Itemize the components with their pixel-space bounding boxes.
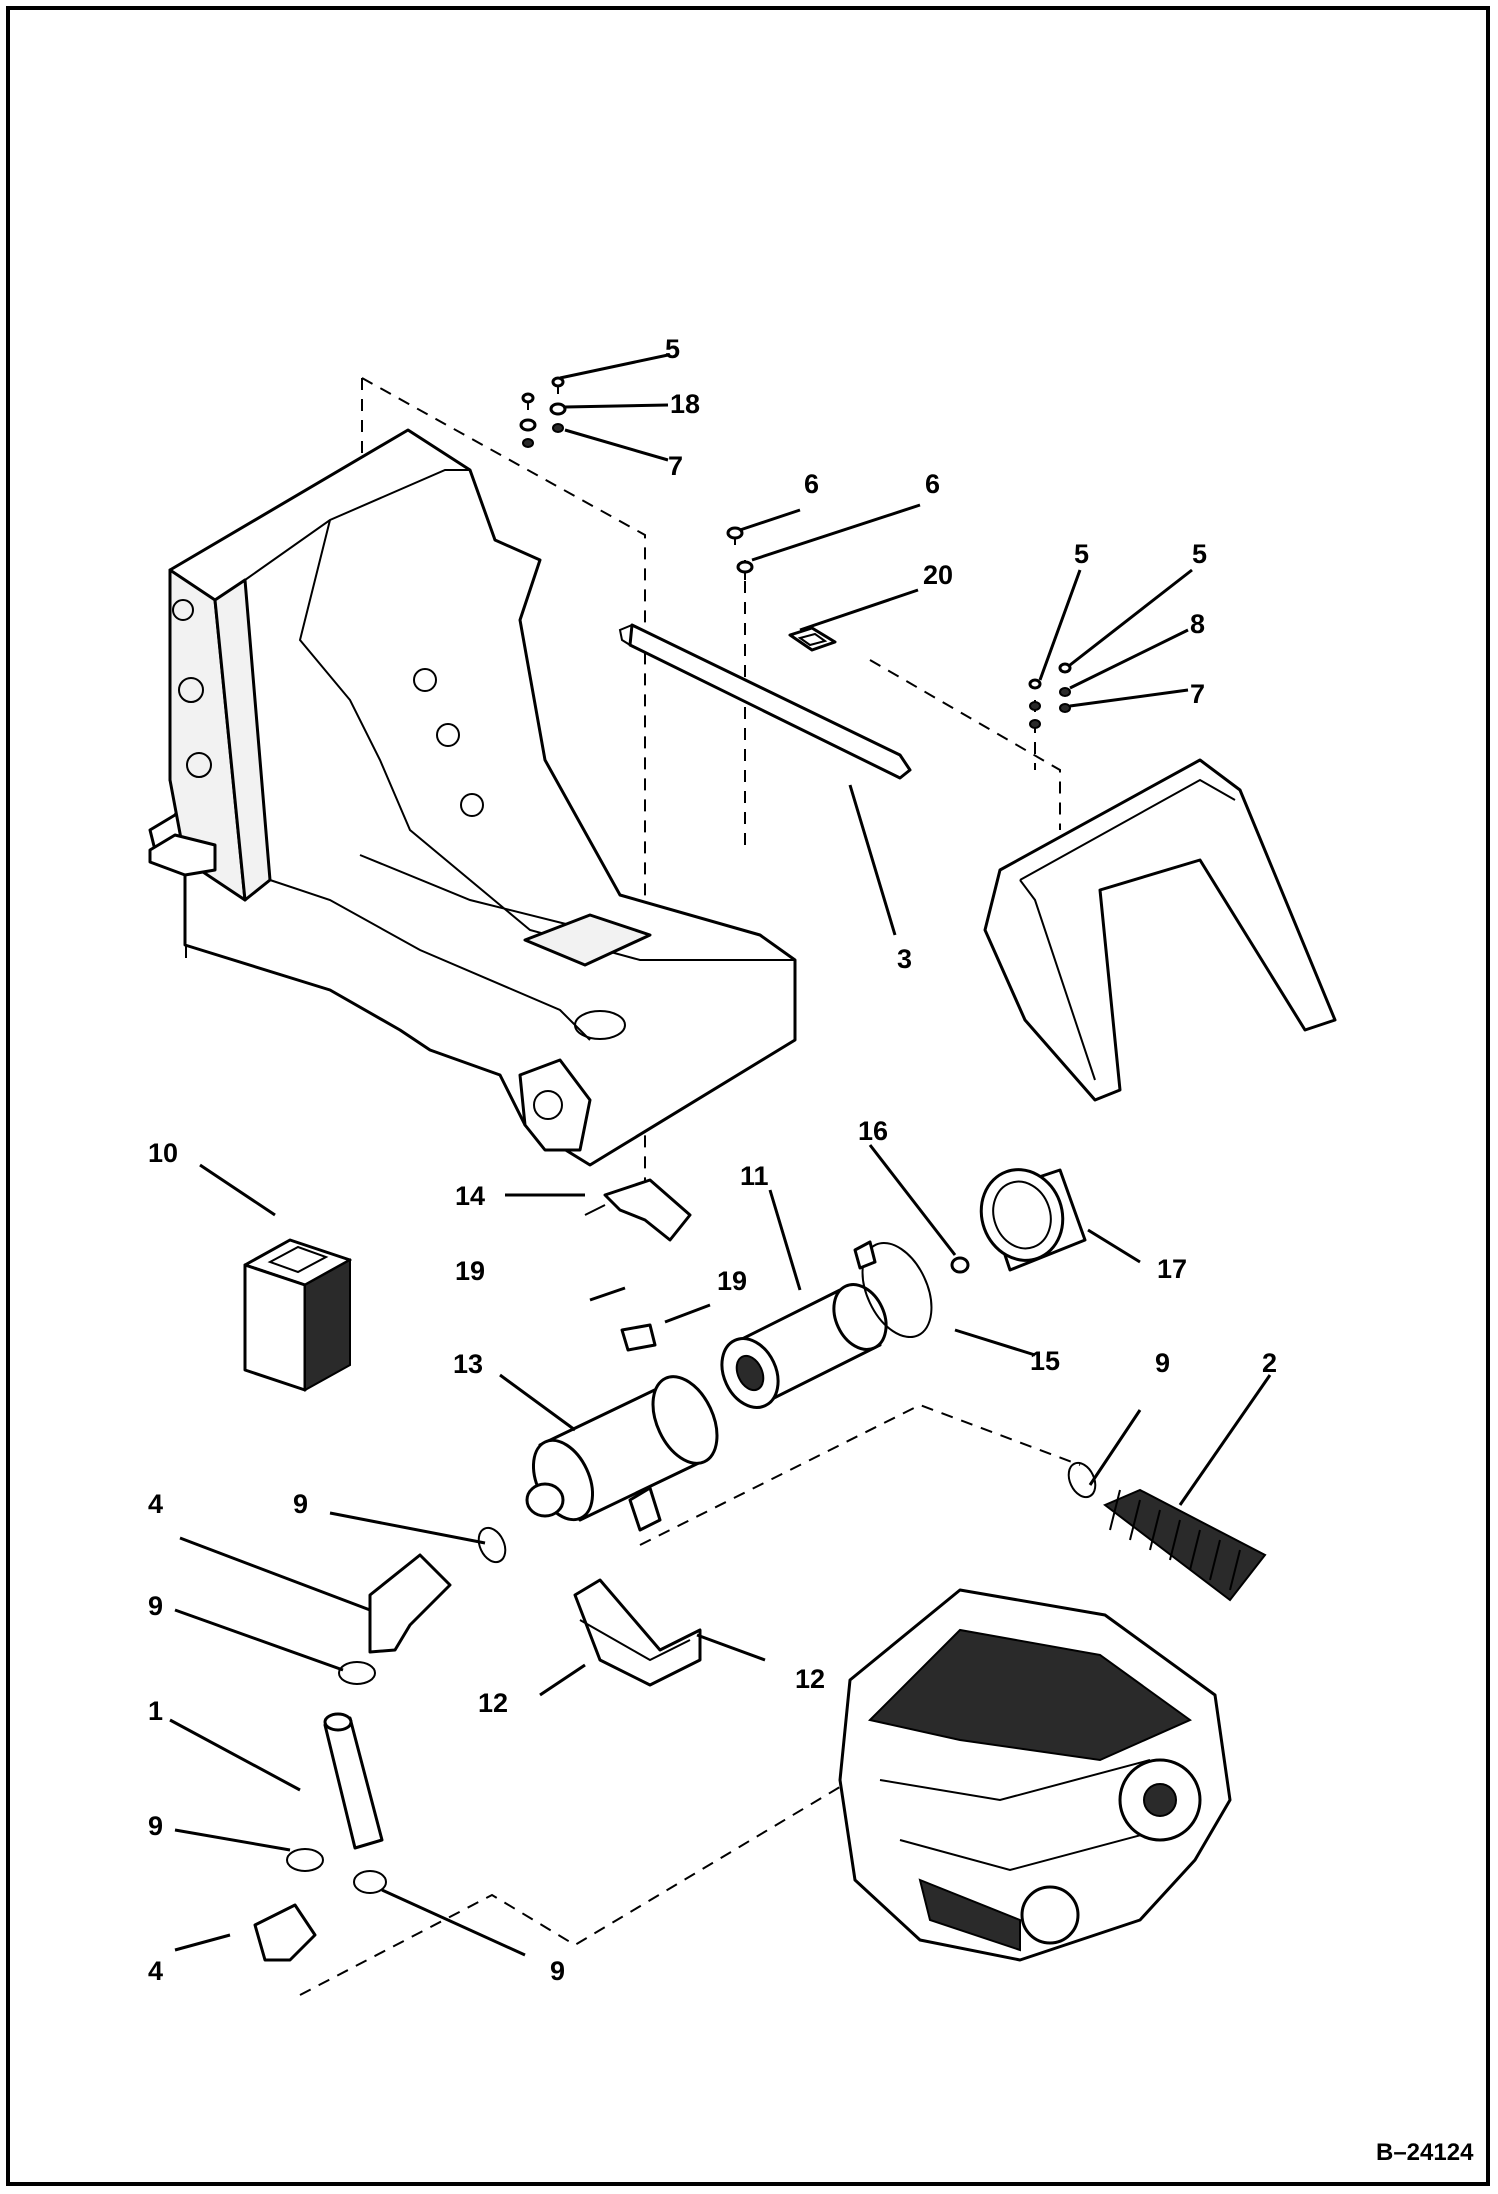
part-17-band [979, 1168, 1087, 1272]
callout-12: 12 [478, 1688, 508, 1718]
callout-11: 11 [740, 1161, 769, 1191]
part-15-clamp [853, 1240, 933, 1339]
engine [838, 1588, 1232, 1962]
callout-18: 18 [670, 389, 700, 419]
drawing-reference-number: B–24124 [1376, 2139, 1474, 2166]
callout-6: 6 [925, 469, 940, 499]
callout-10: 10 [148, 1138, 178, 1168]
callout-4: 4 [148, 1956, 163, 1986]
callout-5: 5 [665, 334, 680, 364]
callout-3: 3 [897, 944, 912, 974]
callout-1: 1 [148, 1696, 163, 1726]
fasteners-right [1028, 662, 1072, 729]
part-12-straps [573, 1578, 702, 1687]
part-4-elbow-upper [368, 1553, 452, 1654]
callout-5: 5 [1192, 539, 1207, 569]
part-3-bracket [618, 623, 912, 780]
part-19-clips [589, 1286, 657, 1352]
part-1-tube [323, 1712, 384, 1850]
drawing-border [6, 6, 1490, 2186]
callout-labels: 5 18 7 6 6 20 5 5 8 7 3 10 14 11 16 17 1… [148, 334, 1277, 1986]
callout-16: 16 [858, 1116, 888, 1146]
part-13-air-cleaner-housing [525, 1375, 719, 1532]
callout-4: 4 [148, 1489, 163, 1519]
main-frame [148, 428, 797, 1167]
callout-5: 5 [1074, 539, 1089, 569]
callout-6: 6 [804, 469, 819, 499]
callout-17: 17 [1157, 1254, 1187, 1284]
callout-20: 20 [923, 560, 953, 590]
leader-lines [169, 353, 1272, 1957]
callout-8: 8 [1190, 609, 1205, 639]
callout-2: 2 [1262, 1348, 1277, 1378]
part-9-clamps [286, 1461, 1097, 1894]
callout-9: 9 [148, 1811, 163, 1841]
callout-15: 15 [1030, 1346, 1060, 1376]
part-16-nut [950, 1256, 970, 1274]
part-6-bolts [726, 526, 754, 580]
callout-7: 7 [1190, 679, 1205, 709]
callout-9: 9 [148, 1591, 163, 1621]
callout-9: 9 [1155, 1348, 1170, 1378]
part-4-elbow-lower [253, 1903, 317, 1962]
callout-14: 14 [455, 1181, 485, 1211]
callout-7: 7 [668, 451, 683, 481]
part-11-filter [720, 1283, 888, 1409]
callout-19: 19 [455, 1256, 485, 1286]
callout-19: 19 [717, 1266, 747, 1296]
callout-13: 13 [453, 1349, 483, 1379]
callout-12: 12 [795, 1664, 825, 1694]
engine-shroud [983, 758, 1337, 1102]
part-2-hose [1103, 1488, 1267, 1602]
callout-9: 9 [293, 1489, 308, 1519]
callout-9: 9 [550, 1956, 565, 1986]
part-14-bracket [584, 1178, 692, 1242]
part-10-filter-element [243, 1238, 352, 1392]
fasteners-upper [519, 376, 567, 448]
part-20-decal [788, 626, 837, 652]
